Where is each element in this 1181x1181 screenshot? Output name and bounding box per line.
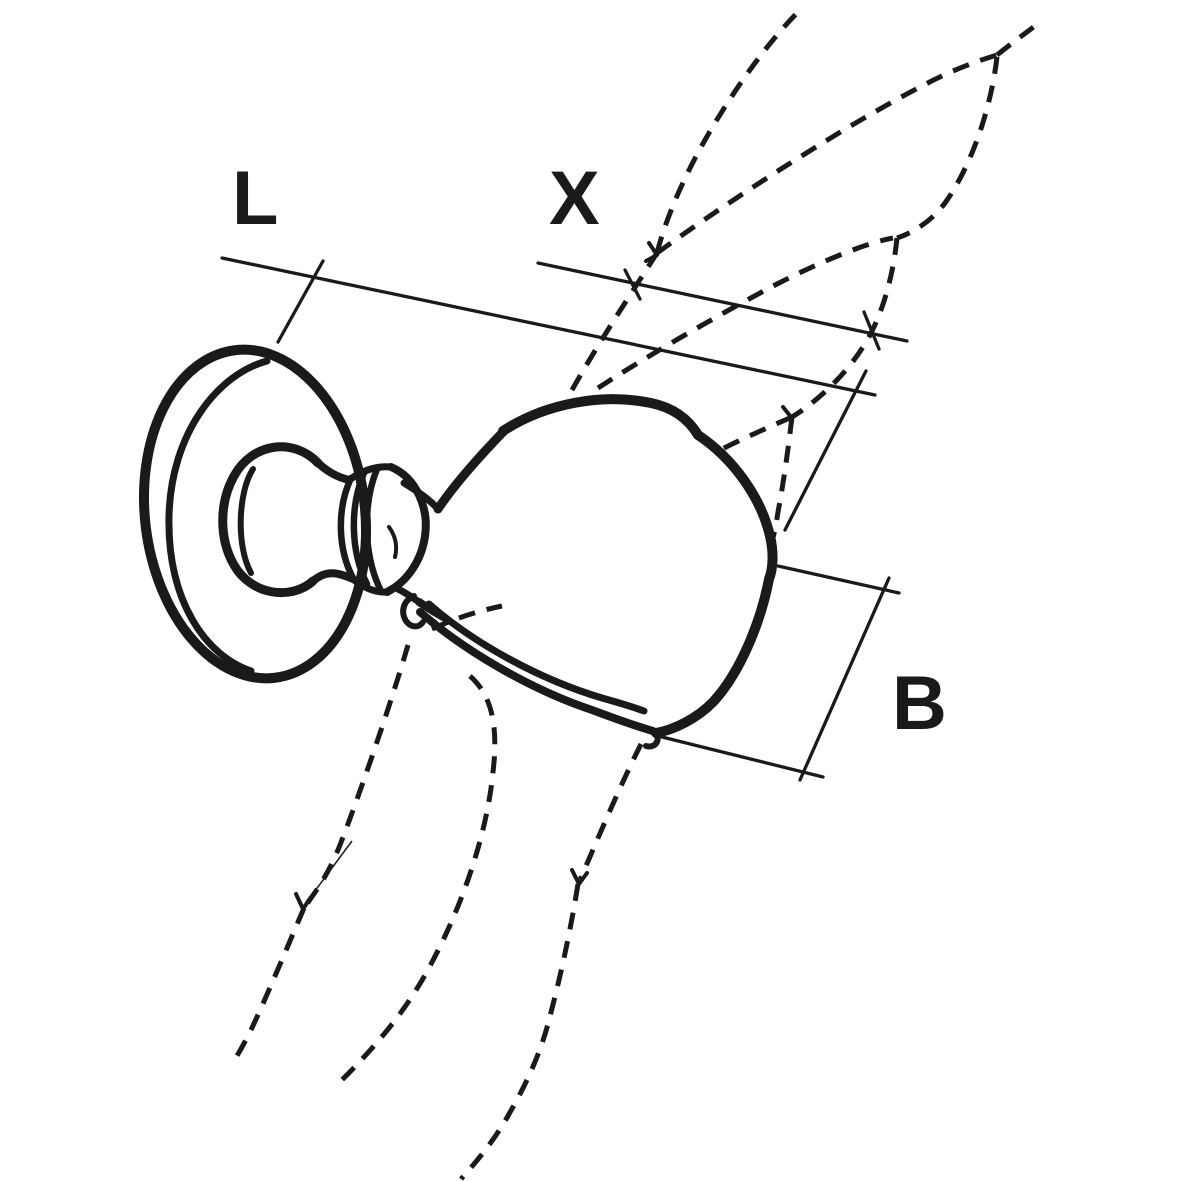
construction-hairline (305, 840, 353, 904)
dimension-B: B (660, 564, 947, 782)
rope-strand-tips (294, 241, 793, 911)
dimension-label-X: X (549, 156, 600, 241)
stem-collar (309, 426, 509, 622)
flange-boss (218, 442, 323, 598)
dimension-label-B: B (892, 661, 947, 746)
clamp-rim-inner (425, 600, 648, 715)
wall-flange (138, 344, 372, 684)
clamp-band (400, 394, 778, 750)
clamp-rim-outer (416, 608, 657, 735)
dimension-X: X (536, 156, 909, 351)
dimension-L: L (220, 156, 877, 532)
dimension-label-L: L (232, 156, 278, 241)
rope-dashed-upper (430, 8, 1045, 632)
rope-dashed-lower (229, 644, 644, 1181)
stem-flare (433, 426, 509, 514)
